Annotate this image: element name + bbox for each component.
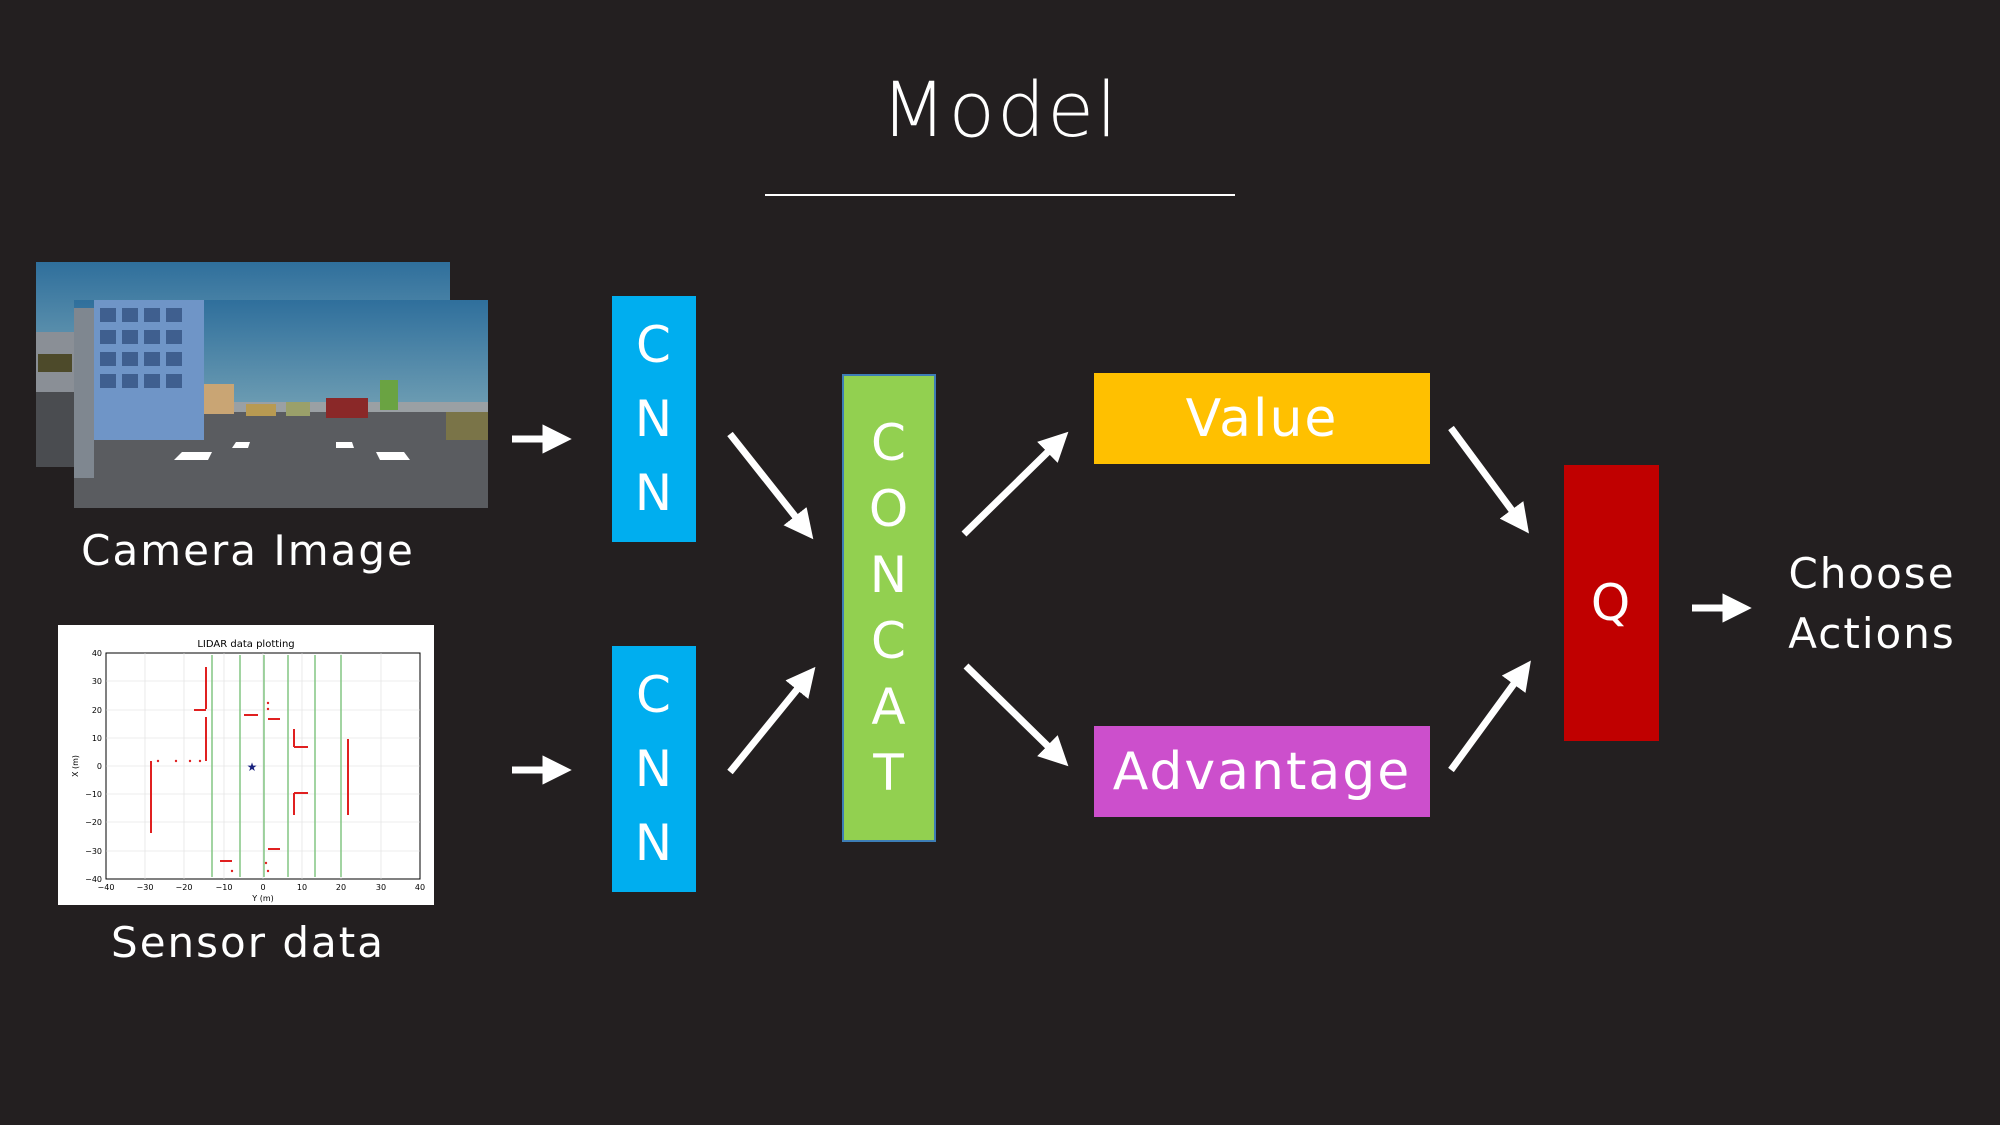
svg-text:−40: −40	[85, 875, 102, 884]
svg-text:−30: −30	[85, 847, 102, 856]
svg-text:0: 0	[260, 883, 265, 892]
svg-text:−30: −30	[137, 883, 154, 892]
arrow-value-to-q	[1448, 425, 1529, 534]
choose-actions-line1: Choose	[1788, 549, 1956, 598]
sensor-plot-title: LIDAR data plotting	[197, 639, 294, 650]
concat-letter: O	[868, 480, 910, 538]
sensor-y-ticks: 40 30 20 10 0 −10 −20 −30 −40	[85, 649, 102, 884]
cnn-block-bottom: C N N	[612, 646, 696, 892]
concat-letter: A	[871, 678, 907, 736]
cnn-block-top: C N N	[612, 296, 696, 542]
svg-text:30: 30	[376, 883, 386, 892]
q-block: Q	[1564, 465, 1659, 741]
cnn-bottom-letter: N	[634, 740, 674, 798]
choose-actions-line2: Actions	[1788, 609, 1956, 658]
cnn-bottom-letter: N	[634, 814, 674, 872]
sensor-ego-marker: ★	[247, 760, 258, 774]
arrow-cnn-bottom-to-concat	[727, 666, 816, 775]
svg-text:40: 40	[415, 883, 425, 892]
svg-text:−20: −20	[85, 818, 102, 827]
concat-letter: C	[871, 612, 907, 670]
sensor-plot-grid	[106, 653, 420, 879]
svg-text:−10: −10	[85, 790, 102, 799]
cnn-top-letter: N	[634, 390, 674, 448]
sensor-xlabel: Y (m)	[251, 894, 273, 903]
cnn-top-letter: N	[634, 464, 674, 522]
svg-text:40: 40	[92, 649, 102, 658]
camera-image	[36, 262, 488, 508]
page-title: Model	[880, 65, 1120, 154]
svg-text:−20: −20	[176, 883, 193, 892]
arrow-concat-to-advantage	[963, 663, 1069, 767]
svg-text:10: 10	[92, 734, 102, 743]
svg-text:20: 20	[92, 706, 102, 715]
svg-text:−10: −10	[216, 883, 233, 892]
svg-text:10: 10	[297, 883, 307, 892]
svg-text:30: 30	[92, 677, 102, 686]
camera-frame-front	[74, 300, 488, 508]
title-underline	[765, 194, 1235, 196]
cnn-bottom-letter: C	[636, 666, 672, 724]
arrow-cnn-top-to-concat	[727, 431, 814, 540]
arrow-concat-to-value	[961, 431, 1069, 537]
sensor-data-plot: LIDAR data plotting ★ −40 −30 −20	[58, 625, 434, 905]
concat-letter: C	[871, 414, 907, 472]
sensor-ylabel: X (m)	[71, 755, 80, 777]
choose-actions-label: Choose Actions	[1752, 544, 1992, 664]
sensor-x-ticks: −40 −30 −20 −10 0 10 20 30 40	[98, 883, 426, 892]
svg-text:−40: −40	[98, 883, 115, 892]
value-block: Value	[1094, 373, 1430, 464]
sensor-points	[156, 701, 270, 873]
sensor-obstacles	[150, 667, 349, 862]
concat-letter: N	[869, 546, 909, 604]
camera-image-caption: Camera Image	[81, 526, 415, 575]
cnn-top-letter: C	[636, 316, 672, 374]
concat-letter: T	[873, 744, 905, 802]
sensor-data-caption: Sensor data	[111, 918, 385, 967]
sensor-lane-lines	[211, 655, 342, 877]
svg-text:20: 20	[336, 883, 346, 892]
advantage-block: Advantage	[1094, 726, 1430, 817]
svg-text:0: 0	[97, 762, 102, 771]
arrow-advantage-to-q	[1448, 660, 1531, 773]
concat-block: C O N C A T	[842, 374, 936, 842]
